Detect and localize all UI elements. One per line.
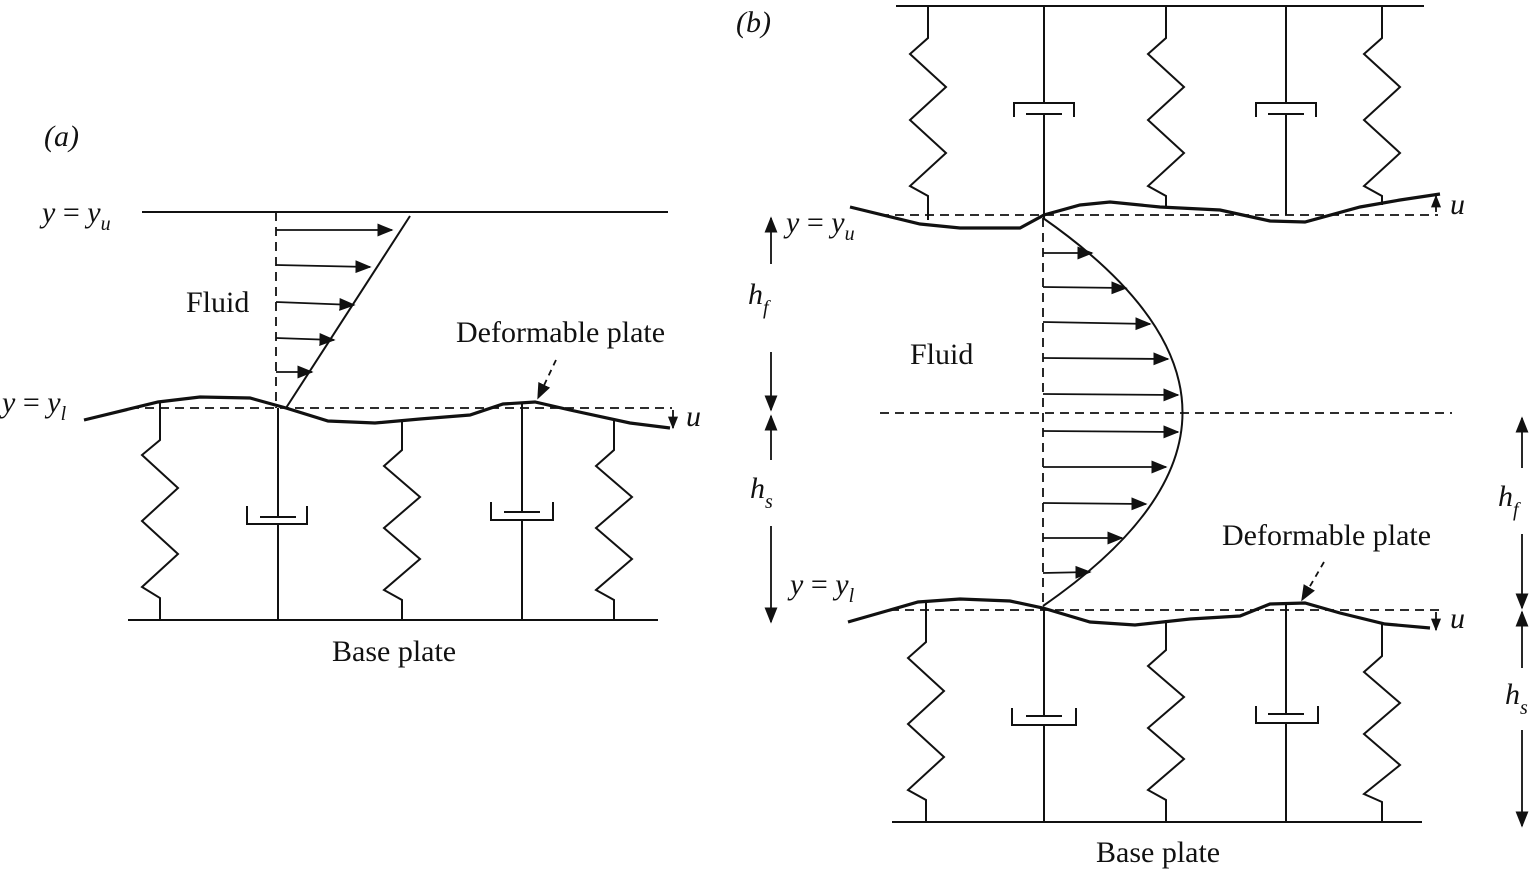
spring [1146,6,1186,208]
spring [1362,6,1402,205]
velocity-arrow [1042,497,1148,511]
lower-dampers-b [1011,604,1319,822]
fluid-label-b: Fluid [910,338,973,371]
parabolic-profile [1042,217,1184,607]
spring [382,420,422,620]
spring [908,6,948,220]
hs-label-right: hs [1505,678,1528,719]
lower-deformable-plate-b [847,597,1431,630]
velocity-arrow [1042,425,1180,439]
fluid-label-a: Fluid [186,286,249,319]
velocity-arrow [1042,565,1092,579]
upper-displacement-label-b: u [1450,188,1465,221]
deformable-plate-a [83,395,671,430]
panel-a: (a) y = yu Fluid y = yl Deformable plate [0,120,701,668]
hf-label-left: hf [748,278,771,319]
panel-a-tag: (a) [44,120,79,153]
spring [140,403,180,620]
damper-cup [1013,102,1075,117]
hs-label-left: hs [750,472,773,513]
velocity-arrow [1042,281,1128,295]
lower-displacement-label-b: u [1450,602,1465,635]
upper-wall-label-b: y = yu [783,206,855,245]
deformable-plate-pointer-a [537,359,557,400]
deformable-plate-pointer-b [1301,561,1325,602]
upper-deformable-plate-b [849,192,1441,230]
spring [1362,624,1402,822]
displacement-label-a: u [686,400,701,433]
springs-a [140,403,634,620]
damper-cup [1255,102,1317,117]
hf-label-right: hf [1498,480,1521,521]
velocity-arrows-a [275,223,394,379]
velocity-arrow [275,333,336,346]
upper-dampers-b [1013,6,1317,218]
velocity-arrow [1042,352,1170,366]
panel-b: (b) u y = yu Fluid [736,5,1529,869]
velocity-arrow [275,297,356,311]
deformable-plate-label-b: Deformable plate [1222,519,1431,552]
lower-springs-b [906,602,1402,822]
base-plate-label-a: Base plate [332,635,456,668]
velocity-arrow [275,260,372,274]
velocity-arrows-b [1042,246,1180,579]
spring [906,602,946,822]
spring [1146,620,1186,822]
lower-wall-label-b: y = yl [787,568,855,607]
left-dimensions-b: hf hs [748,216,778,624]
right-dimensions-b: hf hs [1498,416,1529,828]
velocity-arrow [1042,388,1180,402]
base-plate-label-b: Base plate [1096,836,1220,869]
lower-wall-label-a: y = yl [0,386,67,425]
upper-springs-b [908,6,1402,220]
velocity-arrow [1042,317,1152,331]
deformable-plate-label-a: Deformable plate [456,316,665,349]
dampers-a [246,404,554,620]
linear-profile-line [285,215,411,409]
panel-b-tag: (b) [736,6,771,39]
spring [594,420,634,620]
upper-wall-label-a: y = yu [39,196,111,235]
